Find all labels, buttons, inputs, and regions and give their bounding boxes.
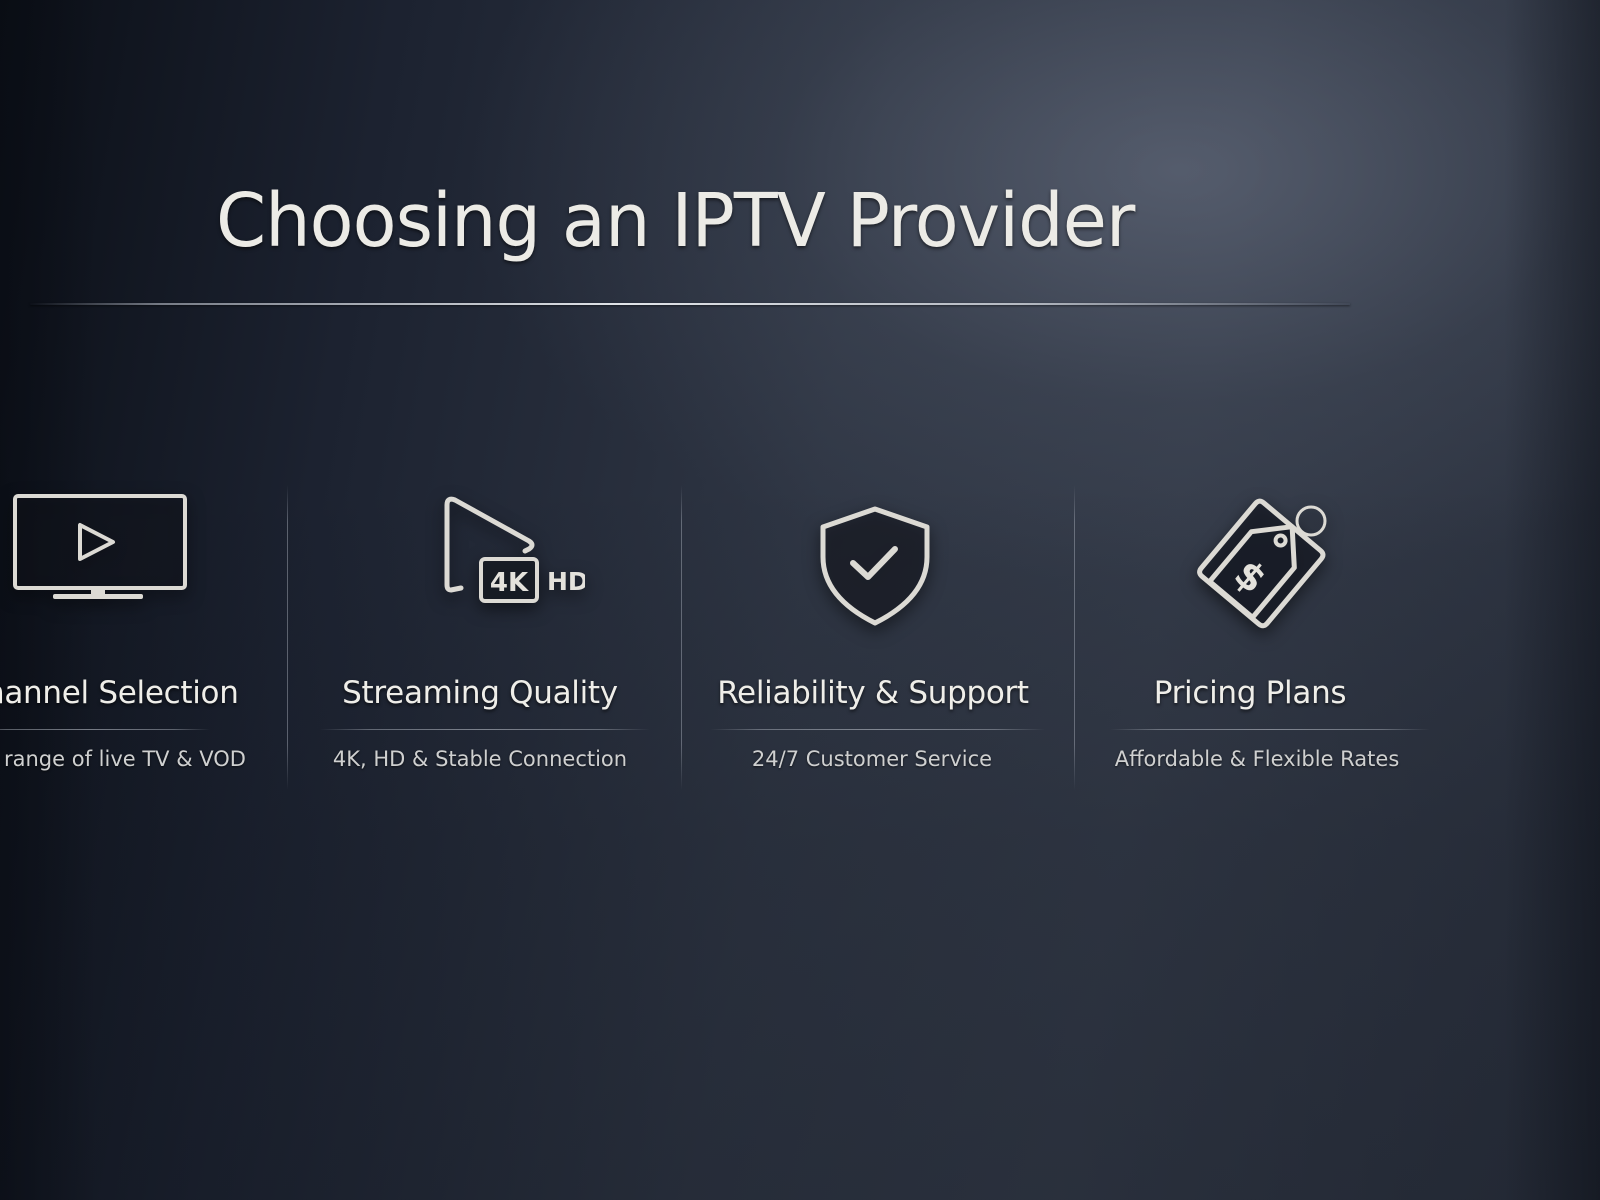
hd-text: HD [547, 567, 585, 596]
tv-play-icon [0, 485, 260, 635]
feature-label: Pricing Plans [1153, 675, 1347, 711]
column-divider [681, 485, 682, 790]
feature-divider [1110, 729, 1430, 730]
feature-card-channel-selection: hannel Selection range of live TV & VOD [0, 485, 260, 795]
feature-label: Streaming Quality [342, 675, 618, 711]
feature-divider [320, 729, 650, 730]
title-divider [30, 303, 1350, 305]
feature-card-pricing-plans: $ Pricing Plans Affordable & Flexible Ra… [1080, 485, 1440, 795]
feature-description: 24/7 Customer Service [751, 747, 993, 771]
column-divider [287, 485, 288, 790]
feature-label: hannel Selection [0, 675, 239, 711]
column-divider [1074, 485, 1075, 790]
feature-divider [0, 729, 210, 730]
4k-badge-text: 4K [490, 568, 529, 598]
shield-check-icon [695, 485, 1055, 635]
feature-label: Reliability & Support [717, 675, 1029, 711]
feature-description: 4K, HD & Stable Connection [332, 747, 628, 771]
feature-card-reliability-support: Reliability & Support 24/7 Customer Serv… [695, 485, 1055, 795]
feature-card-streaming-quality: 4K HD Streaming Quality 4K, HD & Stable … [300, 485, 660, 795]
feature-description: Affordable & Flexible Rates [1114, 747, 1400, 771]
feature-description: range of live TV & VOD [4, 747, 246, 771]
feature-divider [710, 729, 1045, 730]
features-row: hannel Selection range of live TV & VOD … [0, 485, 1600, 795]
streaming-4k-hd-icon: 4K HD [300, 485, 660, 635]
price-tag-dollar-icon: $ [1080, 485, 1440, 635]
page-title: Choosing an IPTV Provider [216, 178, 1135, 264]
